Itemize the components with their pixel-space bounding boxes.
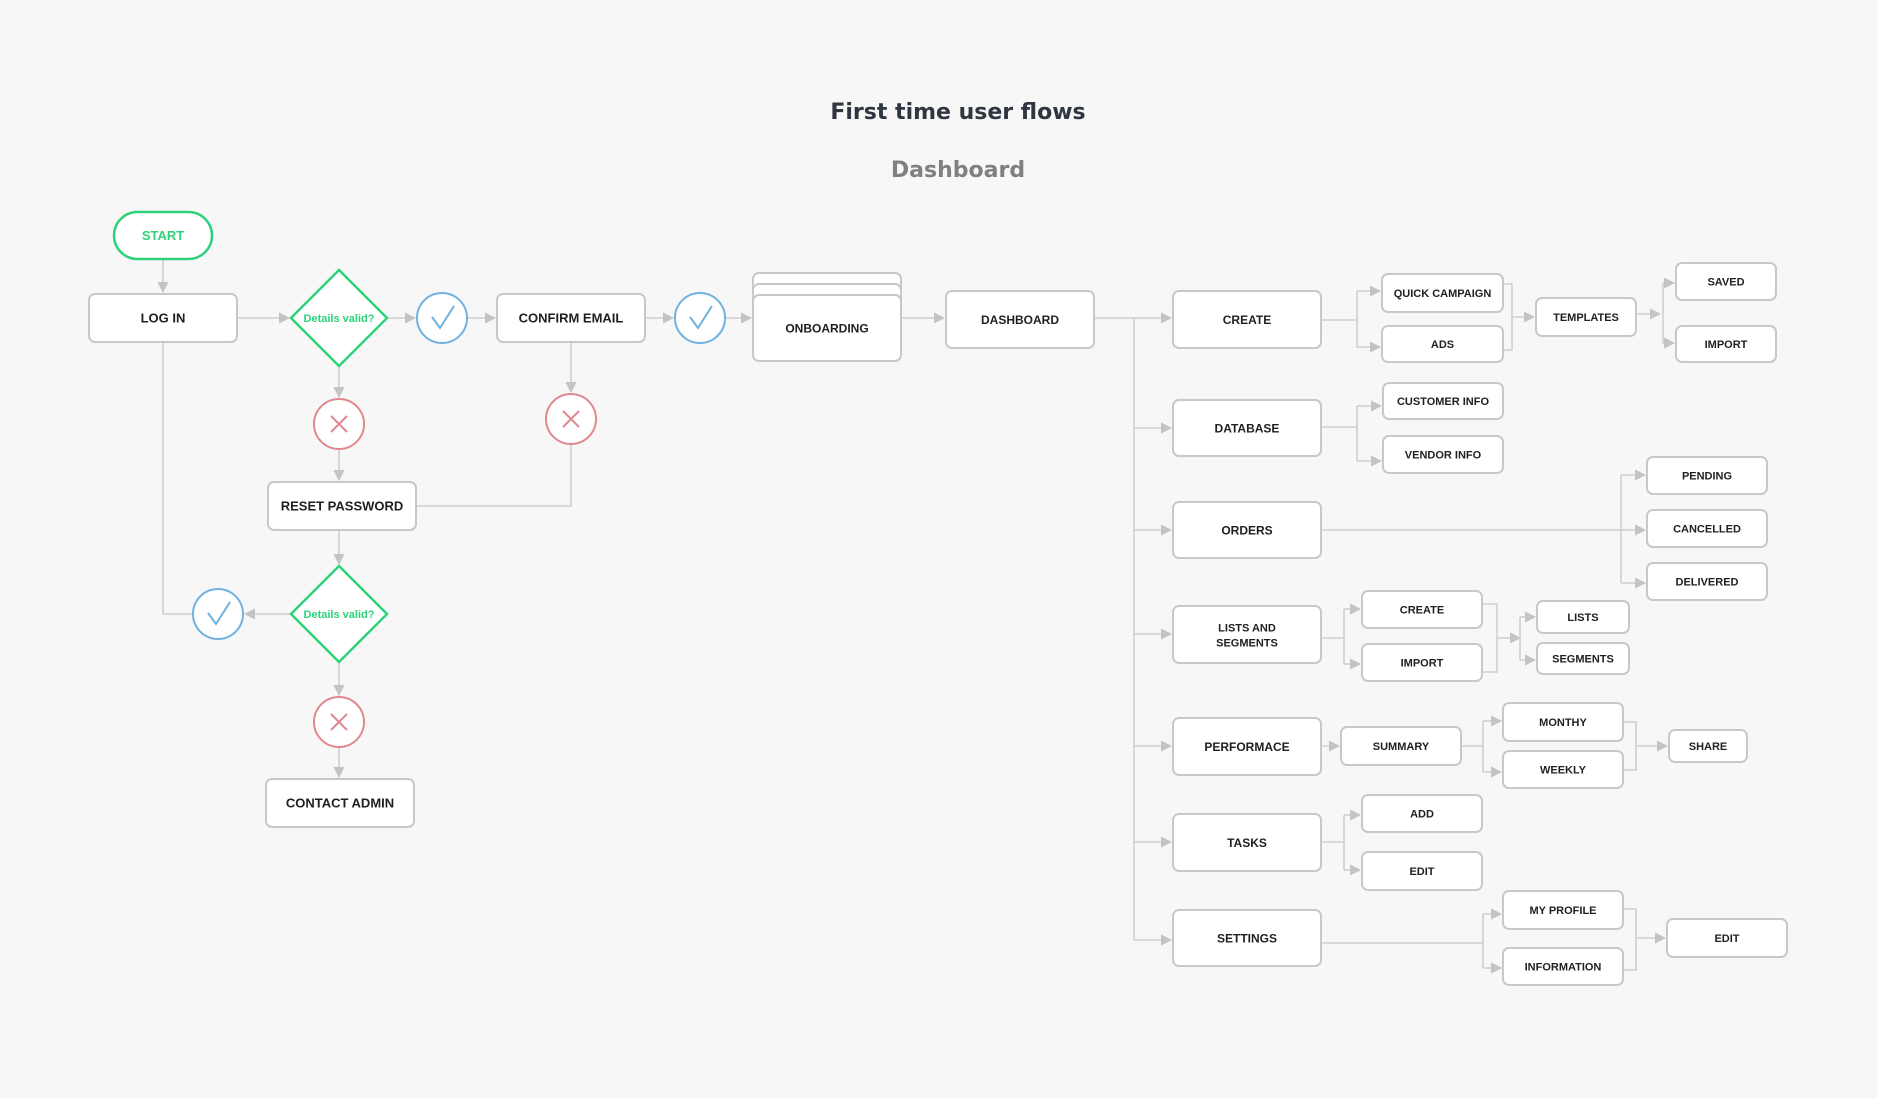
box-label: RESET PASSWORD — [281, 499, 404, 514]
start-node: START — [112, 210, 214, 261]
box-label: ORDERS — [1221, 523, 1272, 537]
templates-box: TEMPLATES — [1535, 297, 1637, 337]
box-label: SHARE — [1689, 741, 1728, 753]
box-label: QUICK CAMPAIGN — [1394, 288, 1492, 300]
box-label: EDIT — [1409, 866, 1434, 878]
box-label: LISTS — [1567, 612, 1598, 624]
box-label: SUMMARY — [1373, 741, 1430, 753]
box-label: ADS — [1431, 339, 1454, 351]
connector-line — [416, 444, 572, 507]
box-label: LISTS AND — [1218, 623, 1276, 635]
check-circle-icon — [674, 292, 726, 344]
settings-edit-box: EDIT — [1666, 918, 1788, 958]
database-box: DATABASE — [1172, 399, 1322, 457]
import-templates-box: IMPORT — [1675, 325, 1777, 363]
box-label: CANCELLED — [1673, 523, 1741, 535]
contact-admin-box: CONTACT ADMIN — [265, 778, 415, 828]
performance-box: PERFORMACE — [1172, 717, 1322, 776]
connector-line — [1482, 603, 1498, 673]
lists-create-box: CREATE — [1361, 590, 1483, 629]
box-label: PENDING — [1682, 470, 1732, 482]
login-box: LOG IN — [88, 293, 238, 343]
box-label: IMPORT — [1705, 339, 1748, 351]
customer-info-box: CUSTOMER INFO — [1382, 382, 1504, 420]
check-circle-icon — [192, 588, 244, 640]
vendor-info-box: VENDOR INFO — [1382, 435, 1504, 474]
page-subtitle: Dashboard — [891, 158, 1025, 183]
pending-box: PENDING — [1646, 456, 1768, 495]
box-label: INFORMATION — [1525, 961, 1602, 973]
tasks-add-box: ADD — [1361, 794, 1483, 833]
box-label: DATABASE — [1215, 421, 1280, 435]
segments-box: SEGMENTS — [1536, 642, 1630, 675]
box-label: PERFORMACE — [1204, 740, 1289, 754]
box-label: ONBOARDING — [785, 321, 868, 335]
connector-line — [1623, 908, 1637, 971]
reset-password-box: RESET PASSWORD — [267, 481, 417, 531]
box-label: LOG IN — [141, 311, 186, 326]
box-label: DASHBOARD — [981, 313, 1059, 327]
saved-box: SAVED — [1675, 262, 1777, 301]
box-label: EDIT — [1714, 933, 1739, 945]
box-label: MY PROFILE — [1529, 905, 1596, 917]
my-profile-box: MY PROFILE — [1502, 890, 1624, 930]
flow-boxes: LOG IN CONFIRM EMAIL ONBOARDING DASHBOARD RE… — [88, 262, 1788, 986]
box-label: ADD — [1410, 808, 1434, 820]
page-title: First time user flows — [830, 100, 1085, 125]
box-label: SETTINGS — [1217, 931, 1277, 945]
box-label: CONFIRM EMAIL — [519, 311, 624, 326]
dashboard-box: DASHBOARD — [945, 290, 1095, 349]
cancelled-box: CANCELLED — [1646, 509, 1768, 548]
box-label: CONTACT ADMIN — [286, 796, 394, 811]
connector-line — [1503, 283, 1513, 351]
orders-box: ORDERS — [1172, 501, 1322, 559]
box-label: VENDOR INFO — [1405, 449, 1482, 461]
connectors — [157, 259, 1676, 974]
lists-and-segments-box: LISTS AND SEGMENTS — [1172, 605, 1322, 664]
tasks-box: TASKS — [1172, 813, 1322, 872]
x-circle-icon — [313, 696, 365, 748]
create-box: CREATE — [1172, 290, 1322, 349]
box-label: SAVED — [1707, 276, 1744, 288]
connector-line — [1623, 721, 1637, 771]
decision-label: Details valid? — [304, 609, 375, 621]
decision-details-valid-2: Details valid? — [289, 564, 389, 664]
connector-line — [162, 342, 193, 615]
box-label: SEGMENTS — [1216, 638, 1278, 650]
tasks-edit-box: EDIT — [1361, 851, 1483, 891]
confirm-email-box: CONFIRM EMAIL — [496, 293, 646, 343]
box-label: TASKS — [1227, 836, 1267, 850]
box-label: CUSTOMER INFO — [1397, 396, 1490, 408]
onboarding-box: ONBOARDING — [752, 294, 902, 362]
box-label: DELIVERED — [1676, 576, 1739, 588]
box-label: IMPORT — [1401, 657, 1444, 669]
x-circle-icon — [545, 393, 597, 445]
decision-details-valid-1: Details valid? — [289, 268, 389, 368]
box-label: TEMPLATES — [1553, 312, 1619, 324]
information-box: INFORMATION — [1502, 947, 1624, 986]
settings-box: SETTINGS — [1172, 909, 1322, 967]
start-label: START — [142, 228, 184, 243]
box-label: CREATE — [1400, 604, 1444, 616]
monthy-box: MONTHY — [1502, 702, 1624, 742]
decision-label: Details valid? — [304, 313, 375, 325]
x-circle-icon — [313, 398, 365, 450]
lists-box: LISTS — [1536, 600, 1630, 634]
summary-box: SUMMARY — [1340, 726, 1462, 766]
quick-campaign-box: QUICK CAMPAIGN — [1381, 273, 1504, 313]
lists-import-box: IMPORT — [1361, 643, 1483, 682]
box-label: CREATE — [1223, 313, 1271, 327]
weekly-box: WEEKLY — [1502, 750, 1624, 789]
ads-box: ADS — [1381, 325, 1504, 363]
box-label: SEGMENTS — [1552, 653, 1614, 665]
box-label: WEEKLY — [1540, 764, 1587, 776]
check-circle-icon — [416, 292, 468, 344]
box-label: MONTHY — [1539, 717, 1587, 729]
share-box: SHARE — [1668, 729, 1748, 763]
delivered-box: DELIVERED — [1646, 562, 1768, 601]
